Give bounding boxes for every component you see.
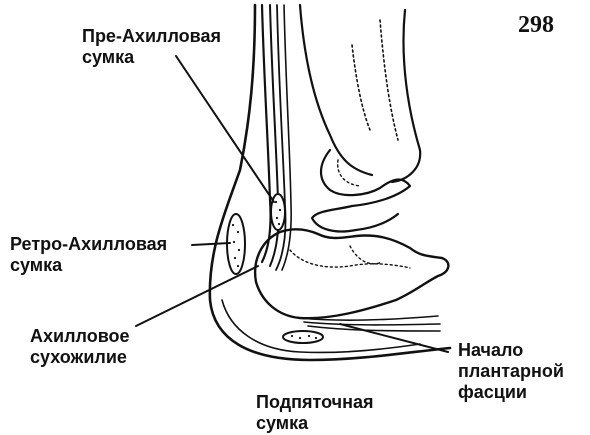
calcaneus-outline — [290, 250, 410, 268]
label-pre-achilles-bursa: Пре-Ахилловая сумка — [82, 26, 221, 68]
tibia-outline — [392, 10, 420, 182]
label-line: Ахилловое — [30, 326, 130, 347]
label-achilles-tendon: Ахилловое сухожилие — [30, 326, 130, 368]
label-line: сухожилие — [30, 347, 130, 368]
achilles-tendon-fibre — [262, 5, 271, 262]
tibia-outline — [300, 5, 372, 175]
label-retro-achilles-bursa: Ретро-Ахилловая сумка — [10, 234, 167, 276]
tibia-outline — [352, 45, 370, 130]
label-plantar-fascia-origin: Начало плантарной фасции — [458, 340, 564, 403]
label-line: плантарной — [458, 361, 564, 382]
label-line: Подпяточная — [256, 392, 373, 413]
label-line: сумка — [82, 47, 221, 68]
calcaneus-outline — [350, 246, 382, 264]
subcalcaneal-bursa-shape — [283, 331, 323, 343]
label-line: фасции — [458, 382, 564, 403]
talus-outline — [312, 150, 410, 232]
tibia-outline — [380, 20, 398, 140]
heel-pad-outline — [222, 300, 420, 353]
plantar-fascia — [304, 322, 440, 325]
label-line: сумка — [10, 255, 167, 276]
leg-skin-outline — [210, 5, 450, 360]
page-number: 298 — [518, 12, 554, 39]
leader-line-retro-achilles-bursa — [192, 243, 230, 245]
label-line: Пре-Ахилловая — [82, 26, 221, 47]
plantar-fascia — [308, 326, 440, 331]
label-line: Ретро-Ахилловая — [10, 234, 167, 255]
label-line: сумка — [256, 413, 373, 434]
leader-line-pre-achilles-bursa — [176, 56, 274, 202]
label-line: Начало — [458, 340, 564, 361]
label-subcalcaneal-bursa: Подпяточная сумка — [256, 392, 373, 434]
